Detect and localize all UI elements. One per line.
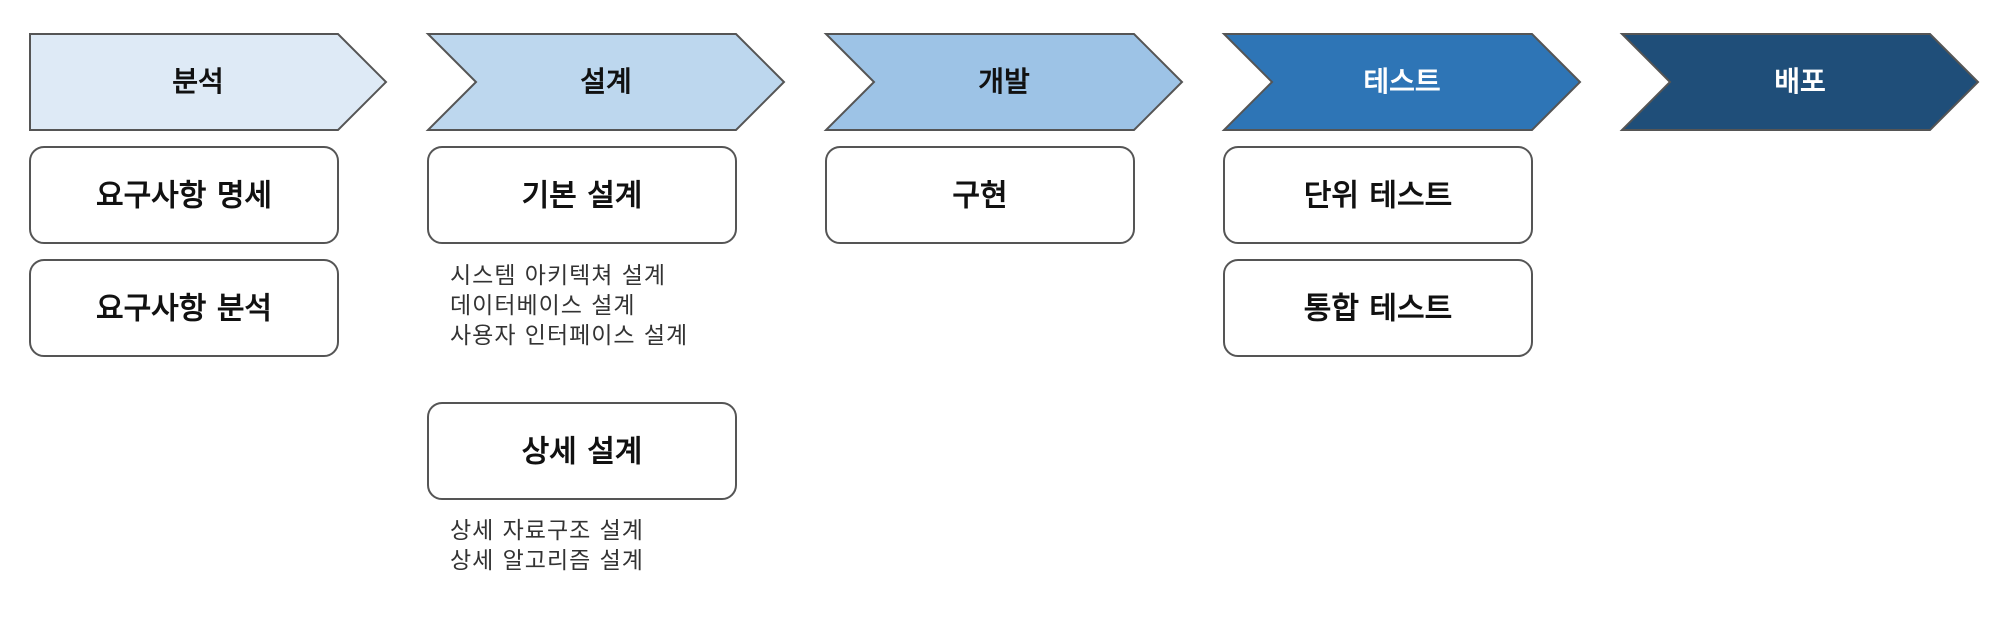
task-requirements-spec: 요구사항 명세 [29, 146, 339, 244]
detail-design-note-2: 상세 알고리즘 설계 [450, 548, 644, 574]
task-implementation: 구현 [825, 146, 1135, 244]
stage-deploy-label: 배포 [1774, 65, 1826, 98]
task-detail-design: 상세 설계 [427, 402, 737, 500]
stage-test-label: 테스트 [1363, 65, 1440, 98]
stage-test-shape [1221, 33, 1582, 131]
stage-development-label: 개발 [978, 65, 1030, 98]
task-detail-design-box [427, 402, 737, 500]
task-integration-test: 통합 테스트 [1223, 259, 1533, 357]
task-basic-design: 기본 설계 [427, 146, 737, 244]
basic-design-note-3: 사용자 인터페이스 설계 [450, 323, 688, 349]
stage-deploy-shape [1619, 33, 1980, 131]
basic-design-notes: 시스템 아키텍쳐 설계 데이터베이스 설계 사용자 인터페이스 설계 [450, 263, 688, 349]
basic-design-note-1: 시스템 아키텍쳐 설계 [450, 263, 666, 289]
task-requirements-spec-box [29, 146, 339, 244]
task-unit-test-label: 단위 테스트 [1304, 179, 1452, 214]
task-requirements-spec-label: 요구사항 명세 [96, 179, 272, 214]
task-requirements-analysis: 요구사항 분석 [29, 259, 339, 357]
stage-design-shape [425, 33, 786, 131]
detail-design-notes: 상세 자료구조 설계 상세 알고리즘 설계 [450, 518, 644, 574]
stage-analysis-label: 분석 [172, 65, 224, 98]
task-requirements-analysis-label: 요구사항 분석 [96, 292, 272, 327]
task-detail-design-label: 상세 설계 [522, 435, 643, 470]
stage-analysis: 분석 [29, 33, 388, 131]
task-integration-test-box [1223, 259, 1533, 357]
detail-design-note-1: 상세 자료구조 설계 [450, 518, 644, 544]
task-unit-test-box [1223, 146, 1533, 244]
stage-design: 설계 [425, 33, 786, 131]
stage-analysis-shape [29, 33, 388, 131]
task-implementation-label: 구현 [952, 179, 1007, 214]
task-requirements-analysis-box [29, 259, 339, 357]
task-integration-test-label: 통합 테스트 [1304, 292, 1452, 327]
stage-deploy: 배포 [1619, 33, 1980, 131]
stage-test: 테스트 [1221, 33, 1582, 131]
task-unit-test: 단위 테스트 [1223, 146, 1533, 244]
basic-design-note-2: 데이터베이스 설계 [450, 293, 636, 319]
stage-development-shape [823, 33, 1184, 131]
stage-development: 개발 [823, 33, 1184, 131]
stage-design-label: 설계 [580, 65, 632, 98]
task-basic-design-label: 기본 설계 [522, 179, 643, 214]
task-basic-design-box [427, 146, 737, 244]
task-implementation-box [825, 146, 1135, 244]
